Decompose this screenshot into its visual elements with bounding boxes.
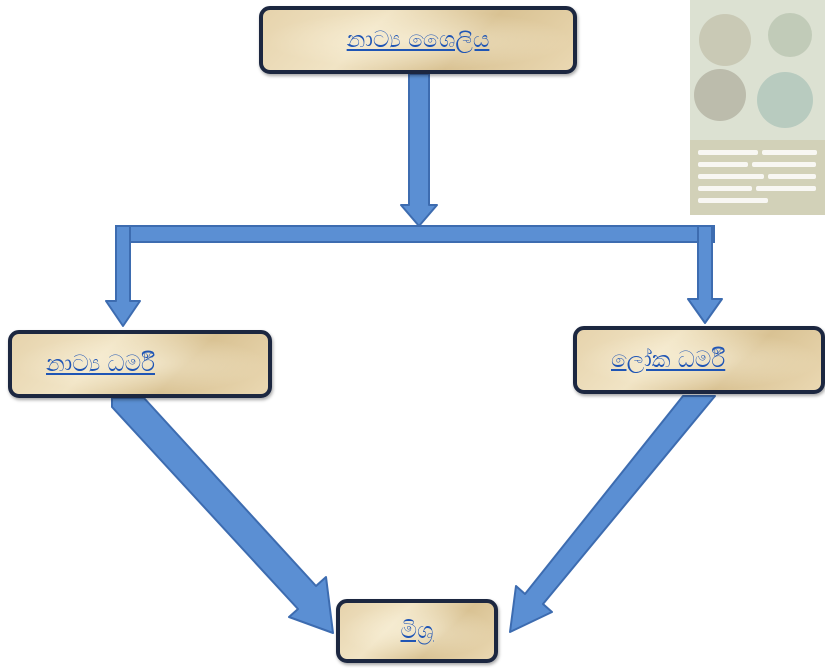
arrow-right-diagonal bbox=[509, 395, 716, 633]
node-left[interactable]: නාට්‍ය ධර්මී bbox=[8, 330, 272, 398]
node-root[interactable]: නාට්‍ය ශෛලිය bbox=[259, 6, 577, 74]
arrow-left-down bbox=[105, 225, 141, 327]
node-bottom[interactable]: මිශ්‍ර bbox=[336, 599, 498, 663]
crossbar bbox=[115, 225, 715, 243]
node-left-link[interactable]: නාට්‍ය ධර්මී bbox=[46, 350, 155, 377]
node-root-link[interactable]: නාට්‍ය ශෛලිය bbox=[346, 26, 490, 53]
photo-collage-icon bbox=[690, 0, 825, 215]
decorative-photo bbox=[690, 0, 825, 215]
arrow-root-down bbox=[400, 73, 438, 227]
arrow-left-diagonal bbox=[111, 397, 334, 634]
node-right[interactable]: ලෝක ධර්මී bbox=[573, 326, 825, 394]
node-bottom-link[interactable]: මිශ්‍ර bbox=[400, 617, 434, 644]
node-right-link[interactable]: ලෝක ධර්මී bbox=[611, 346, 726, 373]
arrow-right-down bbox=[687, 225, 723, 324]
